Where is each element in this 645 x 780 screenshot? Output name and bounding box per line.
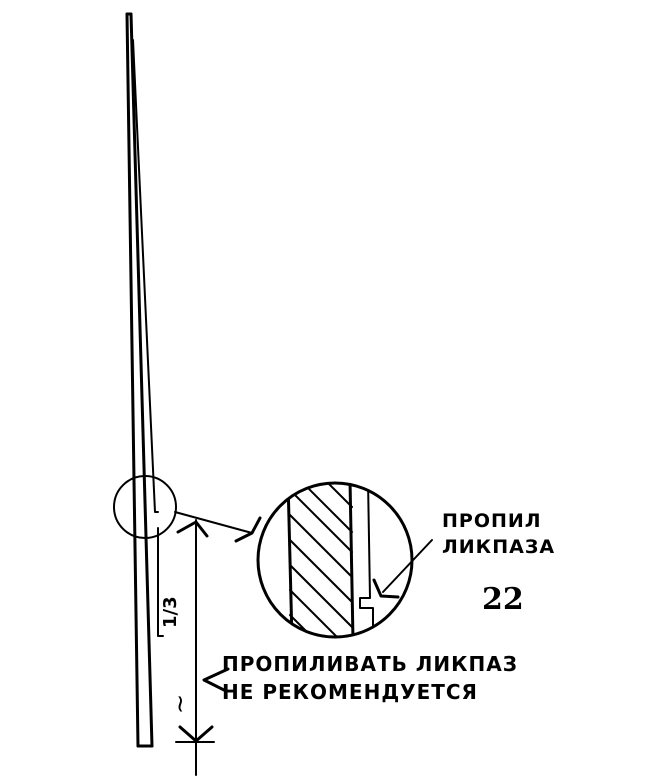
warning-line1: ПРОПИЛИВАТЬ ЛИКПАЗ: [222, 652, 518, 676]
dimension-lower-third: [175, 519, 230, 776]
warning-pointer-arrow: [202, 667, 230, 693]
groove-pointer-arrowhead: [372, 578, 400, 599]
detail-leader-arrowhead: [234, 516, 262, 543]
detail-note-line2: ЛИКПАЗА: [442, 536, 556, 558]
figure-number: 22: [482, 582, 524, 617]
section-hatching: [289, 483, 353, 637]
luff-groove-lower: [157, 527, 164, 637]
enlarged-detail: [256, 481, 433, 639]
section-right-edge: [348, 483, 355, 637]
dimension-approx-label: ~: [166, 693, 195, 715]
groove-pointer-line: [382, 539, 433, 593]
detail-marker-circle: [113, 475, 177, 539]
detail-note-line1: ПРОПИЛ: [442, 510, 542, 532]
dimension-top-arrow: [176, 520, 209, 538]
mast-left-edge: [125, 12, 140, 748]
detail-leader-line: [174, 511, 253, 534]
dimension-fraction-label: 1/3: [160, 596, 181, 628]
section-left-edge: [286, 483, 294, 637]
warning-line2: НЕ РЕКОМЕНДУЕТСЯ: [222, 680, 478, 704]
mast-right-edge: [129, 12, 154, 748]
mast: [125, 12, 164, 748]
luff-groove-upper: [132, 39, 159, 513]
groove-cut-profile: [359, 483, 374, 637]
